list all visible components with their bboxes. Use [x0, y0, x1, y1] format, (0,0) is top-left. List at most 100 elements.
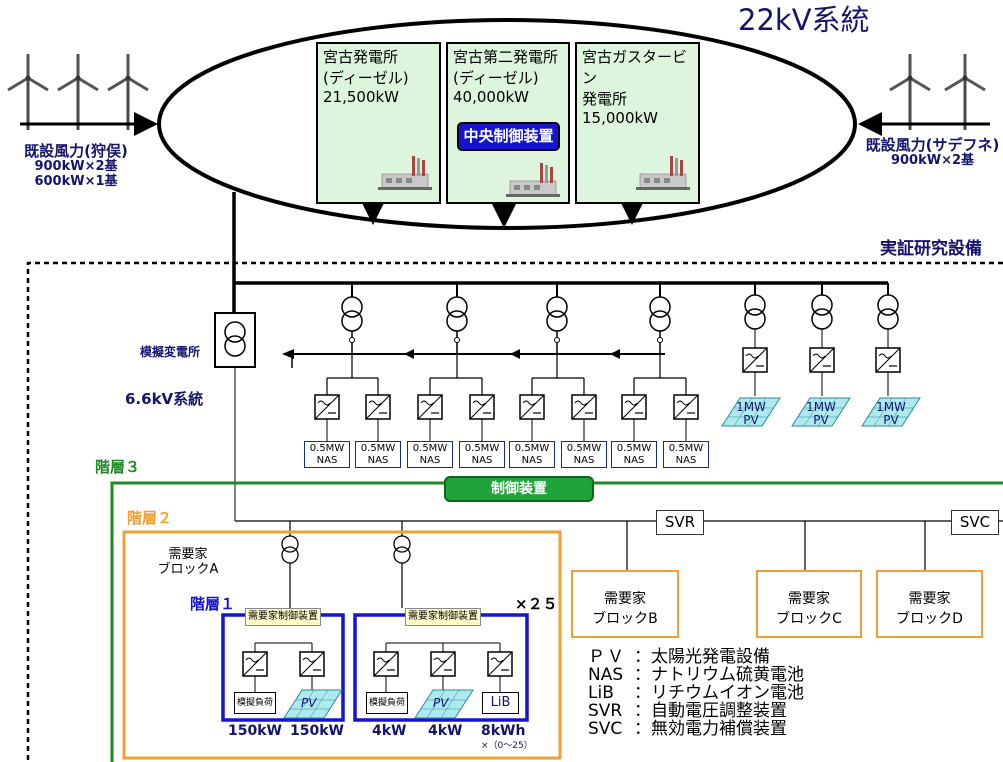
pv-type: PV — [883, 413, 899, 427]
value-4kw-2: 4kW — [428, 723, 463, 739]
nas-type: NAS — [573, 455, 595, 466]
plant-arrows — [361, 201, 644, 228]
central-control-button[interactable]: 中央制御装置 — [457, 122, 560, 151]
plant-name: 宮古第二発電所 — [453, 48, 559, 66]
pv-size: 1MW — [806, 400, 836, 414]
demo-facility-boundary — [26, 261, 1003, 762]
multiplier-label: ×２５ — [515, 595, 558, 613]
block-c: 需要家ブロックC — [756, 570, 862, 638]
wind-right-label: 既設風力(サデフネ) 900kW×2基 — [862, 136, 1003, 169]
legend-desc: ：太陽光発電設備 — [634, 647, 770, 667]
plant-miyako-gt: 宮古ガスタービン 発電所 15,000kW — [575, 42, 700, 204]
wind-turbines-left — [6, 52, 150, 132]
plant-capacity: 15,000kW — [582, 109, 659, 127]
wind-right-name: 既設風力(サデフネ) — [865, 136, 1000, 154]
plant-miyako: 宮古発電所 (ディーゼル) 21,500kW — [316, 42, 441, 204]
legend: ＰＶ ：太陽光発電設備 NAS ：ナトリウム硫黄電池 LiB：リチウムイオン電池 S… — [588, 648, 804, 738]
plant-type: 発電所 — [582, 90, 628, 108]
legend-row: LiB：リチウムイオン電池 — [588, 684, 804, 702]
wind-left-name: 既設風力(狩俣) — [24, 142, 128, 160]
legend-abbr: NAS — [588, 665, 624, 685]
block-b-line2: ブロックB — [592, 611, 658, 627]
block-b: 需要家ブロックB — [571, 570, 679, 638]
control-device-button[interactable]: 制御装置 — [444, 476, 594, 502]
legend-abbr: SVR — [588, 701, 623, 721]
nas-size: 0.5MW — [309, 443, 345, 454]
svr-box: SVR — [656, 510, 704, 535]
nas-size: 0.5MW — [566, 443, 602, 454]
page-title: 22kV系統 — [738, 3, 870, 37]
nas-size: 0.5MW — [464, 443, 500, 454]
nas-type: NAS — [316, 455, 338, 466]
block-a-line1: 需要家 — [168, 547, 208, 562]
load-box-right: 模擬負荷 — [366, 692, 408, 714]
block-d-line2: ブロックD — [896, 611, 963, 627]
plant-name: 宮古ガスタービン — [582, 48, 688, 87]
tier2-box — [122, 530, 562, 760]
plant-type: (ディーゼル) — [453, 69, 539, 87]
plant-type: (ディーゼル) — [323, 69, 409, 87]
legend-row: NAS ：ナトリウム硫黄電池 — [588, 666, 804, 684]
tier3-label: 階層３ — [95, 458, 141, 476]
pv-mini-label-right: PV — [433, 696, 449, 710]
block-c-line1: 需要家 — [788, 591, 830, 607]
nas-size: 0.5MW — [514, 443, 550, 454]
block-d-line1: 需要家 — [908, 591, 951, 607]
value-150kw-2: 150kW — [290, 723, 344, 739]
legend-desc: ：リチウムイオン電池 — [634, 683, 804, 703]
lib-box: LiB — [482, 692, 519, 714]
value-8kwh: 8kWh — [481, 723, 526, 739]
nas-size: 0.5MW — [412, 443, 448, 454]
legend-row: SVR ：自動電圧調整装置 — [588, 702, 804, 720]
pv-mini-label-left: PV — [301, 696, 317, 710]
legend-desc: ：無効電力補償装置 — [634, 719, 787, 739]
customer-control-left: 需要家制御装置 — [245, 608, 321, 626]
block-c-line2: ブロックC — [776, 611, 842, 627]
nas-type: NAS — [675, 455, 697, 466]
legend-abbr: SVC — [588, 719, 623, 739]
demo-facility-label: 実証研究設備 — [880, 239, 982, 259]
substation-label: 模擬変電所 — [140, 345, 201, 359]
block-b-line1: 需要家 — [604, 591, 646, 607]
pv-type: PV — [813, 413, 829, 427]
legend-desc: ：ナトリウム硫黄電池 — [634, 665, 804, 685]
tier1-label: 階層１ — [190, 595, 236, 613]
nas-type: NAS — [623, 455, 645, 466]
wind-turbines-right — [888, 52, 987, 132]
wind-right-line1: 900kW×2基 — [890, 153, 975, 169]
block-a-line2: ブロックA — [157, 561, 219, 577]
legend-desc: ：自動電圧調整装置 — [634, 701, 787, 721]
lib-note: ×（0～25） — [481, 741, 533, 751]
pv-branches — [721, 283, 921, 427]
nas-branches — [314, 354, 699, 441]
svc-box: SVC — [951, 510, 999, 535]
legend-abbr: ＰＶ — [588, 647, 626, 667]
nas-type: NAS — [419, 455, 441, 466]
plant-capacity: 21,500kW — [323, 88, 400, 106]
value-4kw-1: 4kW — [372, 723, 407, 739]
system-66-label: 6.6kV系統 — [125, 390, 204, 408]
nas-type: NAS — [367, 455, 389, 466]
customer-control-right: 需要家制御装置 — [405, 608, 481, 626]
tier2-label: 階層２ — [127, 509, 173, 527]
legend-row: ＰＶ ：太陽光発電設備 — [588, 648, 804, 666]
wind-left-line1: 900kW×2基 — [34, 159, 118, 175]
nas-transformers — [341, 283, 671, 354]
load-box-left: 模擬負荷 — [234, 692, 276, 714]
nas-type: NAS — [521, 455, 543, 466]
nas-size: 0.5MW — [360, 443, 396, 454]
plant-capacity: 40,000kW — [453, 88, 530, 106]
pv-size: 1MW — [736, 400, 766, 414]
nas-size: 0.5MW — [668, 443, 704, 454]
wind-left-label: 既設風力(狩俣) 900kW×2基 600kW×1基 — [2, 142, 150, 190]
